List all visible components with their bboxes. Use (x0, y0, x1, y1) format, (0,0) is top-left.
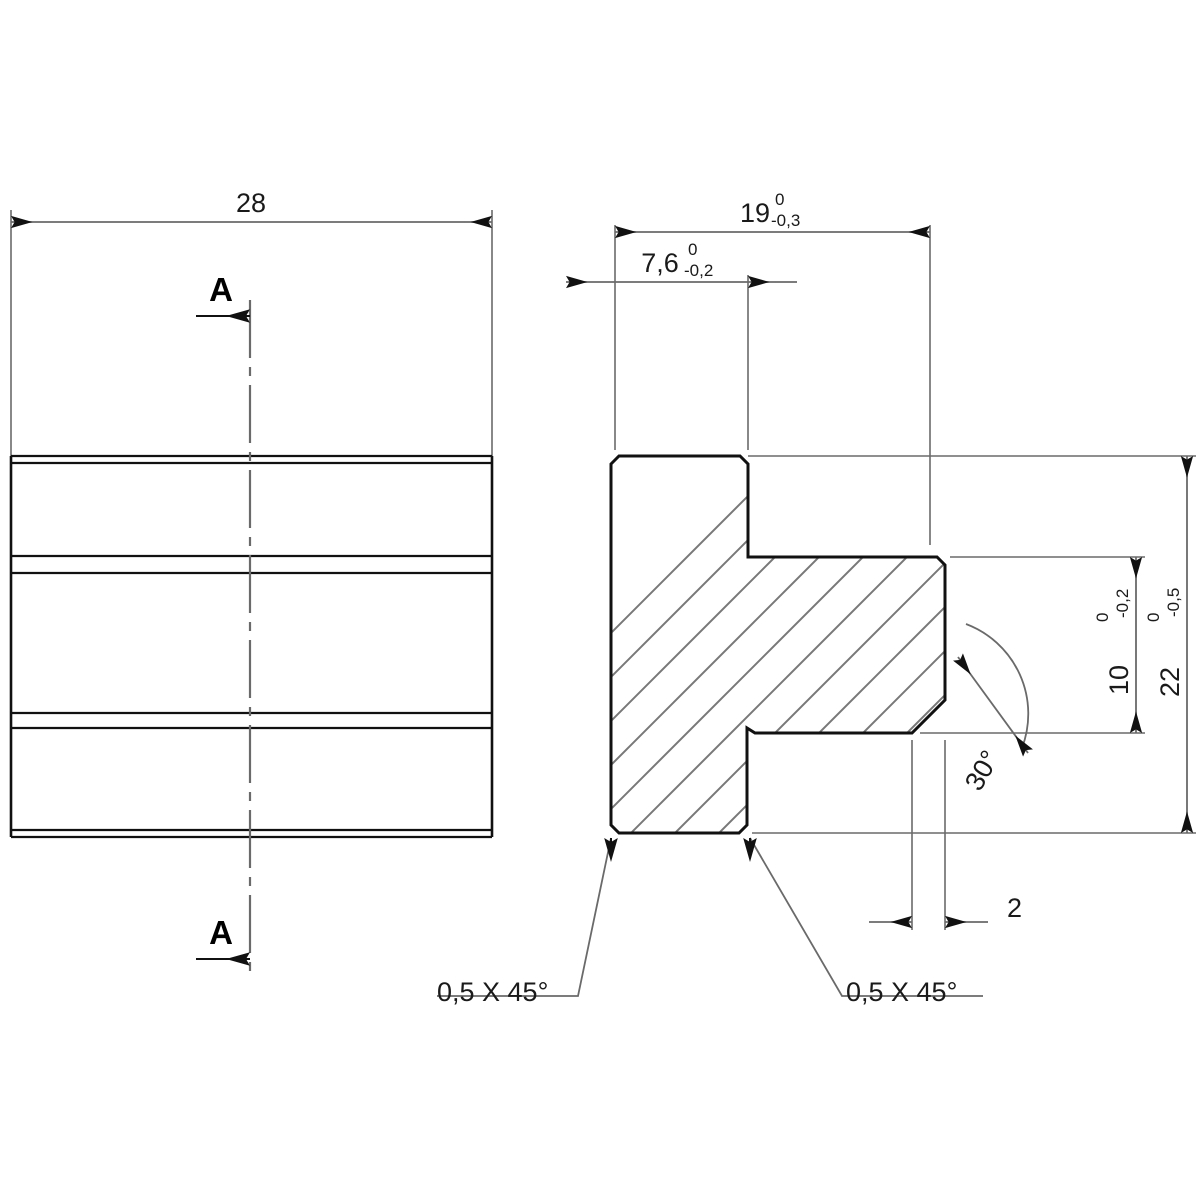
section-extension-lines (614, 225, 1196, 930)
dimension-value-28: 28 (236, 188, 266, 218)
left-view: 28 A A (9, 188, 494, 975)
section-letter-top: A (209, 271, 233, 308)
dimension-value-22: 22 (1155, 667, 1185, 697)
dimension-tolerance-lower-76: -0,2 (684, 261, 713, 280)
dimension-value-76: 7,6 (641, 248, 679, 278)
dimension-web-width: 7,6 0 -0,2 (566, 240, 797, 289)
dimension-value-10: 10 (1104, 665, 1134, 695)
dimension-section-width: 19 0 -0,3 (615, 190, 930, 239)
callout-chamfer-right: 0,5 X 45° (743, 837, 983, 1007)
dimension-tolerance-lower-10: -0,2 (1113, 589, 1132, 618)
left-view-extension-lines (10, 210, 493, 460)
dimension-tolerance-upper-76: 0 (688, 240, 697, 259)
dimension-value-19: 19 (740, 198, 770, 228)
dimension-flange-height: 10 0 -0,2 (1093, 557, 1143, 733)
section-marker-bottom: A (196, 914, 250, 966)
dimension-value-2: 2 (1007, 893, 1022, 923)
left-view-body (9, 454, 494, 839)
angle-leader-30 (953, 653, 1033, 757)
dimension-tolerance-lower-19: -0,3 (771, 211, 800, 230)
dimension-chamfer-offset: 2 (869, 893, 1022, 929)
section-letter-bottom: A (209, 914, 233, 951)
callout-chamfer-left: 0,5 X 45° (437, 837, 618, 1007)
dimension-tolerance-upper-19: 0 (775, 190, 784, 209)
callout-leader-left (437, 837, 612, 997)
dimension-tolerance-lower-22: -0,5 (1164, 588, 1183, 617)
callout-text-left: 0,5 X 45° (437, 977, 548, 1007)
dimension-tolerance-upper-22: 0 (1144, 613, 1163, 622)
dimension-overall-width: 28 (11, 188, 492, 229)
section-marker-top: A (196, 271, 250, 323)
dimension-tolerance-upper-10: 0 (1093, 613, 1112, 622)
callout-text-right: 0,5 X 45° (846, 977, 957, 1007)
section-profile-outline (609, 454, 947, 835)
dimension-overall-height: 22 0 -0,5 (1144, 456, 1194, 833)
callout-leader-right (749, 837, 983, 997)
